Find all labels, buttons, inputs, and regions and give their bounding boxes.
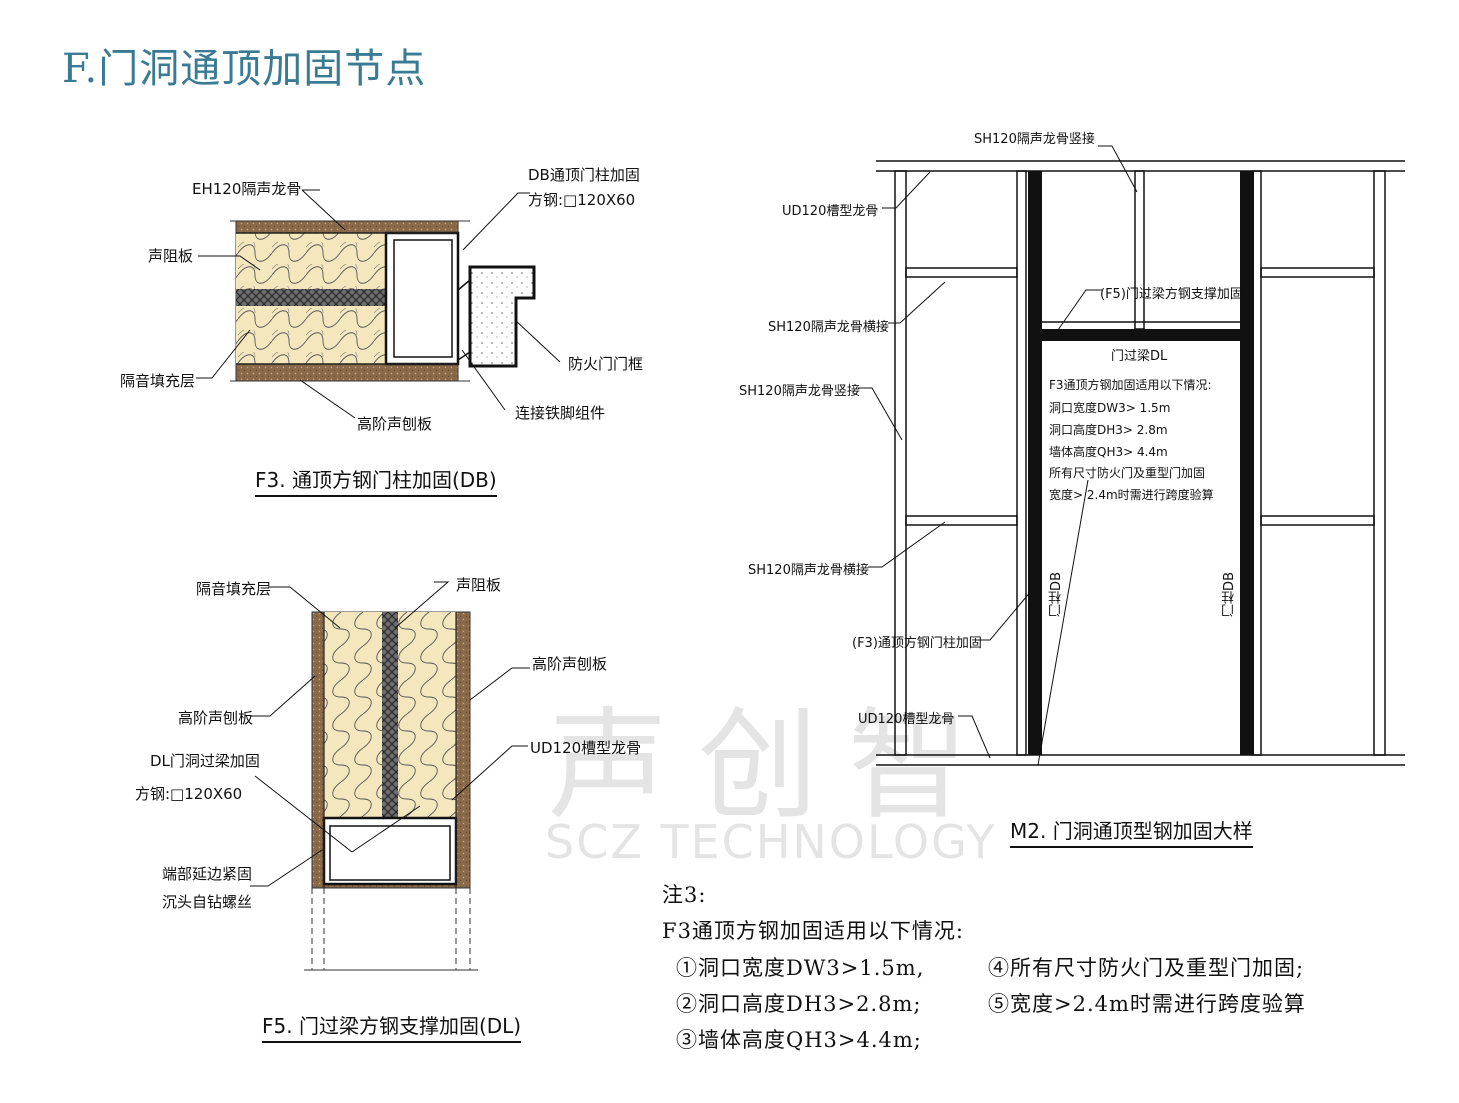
label-f5-dl-line1: DL门洞过梁加固 (150, 752, 260, 770)
label-m2-beam: 门过梁DL (1111, 349, 1168, 364)
watermark-sub: SCZ TECHNOLOGY (545, 815, 997, 869)
notes-item4: ④所有尺寸防火门及重型门加固; (988, 956, 1305, 980)
m2-note-2: 洞口高度DH3> 2.8m (1049, 423, 1168, 437)
label-f5-gaojie-left: 高阶声刨板 (178, 709, 254, 727)
watermark-brand: 声创智 (548, 697, 998, 836)
f3-detail (196, 189, 561, 419)
label-m2-ud120-top: UD120槽型龙骨 (782, 204, 879, 219)
caption-f5: F5. 门过梁方钢支撑加固(DL) (262, 1010, 522, 1043)
label-m2-f3-post: (F3)通顶方钢门柱加固 (852, 636, 982, 651)
page-title: F.门洞通顶加固节点 (62, 46, 427, 92)
notes-heading: 注3: (662, 883, 707, 907)
label-m2-ud120-bottom: UD120槽型龙骨 (858, 712, 955, 727)
notes-item3: ③墙体高度QH3>4.4m; (676, 1028, 922, 1052)
label-m2-post-right: 门柱DB (1222, 572, 1237, 617)
m2-note-3: 墙体高度QH3> 4.4m (1049, 445, 1168, 459)
label-lianjie: 连接铁脚组件 (515, 404, 606, 422)
label-m2-sh120-shu: SH120隔声龙骨竖接 (739, 384, 860, 399)
label-tianchong: 隔音填充层 (120, 372, 196, 390)
label-m2-sh120-top: SH120隔声龙骨竖接 (974, 132, 1095, 147)
m2-note-1: 洞口宽度DW3> 1.5m (1049, 401, 1171, 415)
label-db-line2: 方钢:□120X60 (528, 191, 636, 209)
label-f5-gaojie-right: 高阶声刨板 (532, 655, 608, 673)
f5-detail (250, 581, 530, 971)
label-f5-duanbu-line2: 沉头自钻螺丝 (162, 893, 253, 911)
notes-item1: ①洞口宽度DW3>1.5m, (676, 956, 925, 980)
m2-note-5: 宽度> 2.4m时需进行跨度验算 (1049, 488, 1214, 502)
label-m2-sh120-heng1: SH120隔声龙骨横接 (768, 320, 889, 335)
label-f5-shengzu: 声阻板 (456, 576, 502, 594)
notes-item5: ⑤宽度>2.4m时需进行跨度验算 (988, 992, 1306, 1016)
label-eh120: EH120隔声龙骨 (192, 180, 302, 198)
label-gaojie: 高阶声刨板 (357, 415, 433, 433)
label-shengzu: 声阻板 (148, 247, 194, 265)
m2-elevation (858, 145, 1405, 766)
notes-intro: F3通顶方钢加固适用以下情况: (662, 919, 965, 943)
label-db-line1: DB通顶门柱加固 (528, 166, 640, 184)
label-m2-post-left: 门柱DB (1049, 572, 1064, 617)
label-m2-f5-support: (F5)门过梁方钢支撑加固 (1100, 287, 1243, 302)
label-fanghuo: 防火门门框 (568, 355, 644, 373)
m2-note-4: 所有尺寸防火门及重型门加固 (1049, 466, 1206, 480)
notes-item2: ②洞口高度DH3>2.8m; (676, 992, 922, 1016)
label-f5-tianchong: 隔音填充层 (196, 580, 272, 598)
caption-m2: M2. 门洞通顶型钢加固大样 (1010, 815, 1253, 848)
label-m2-sh120-heng2: SH120隔声龙骨横接 (748, 563, 869, 578)
label-f5-duanbu-line1: 端部延边紧固 (162, 865, 253, 883)
caption-f3: F3. 通顶方钢门柱加固(DB) (255, 464, 497, 497)
label-f5-dl-line2: 方钢:□120X60 (135, 785, 243, 803)
label-f5-ud120: UD120槽型龙骨 (530, 739, 642, 757)
m2-note-0: F3通顶方钢加固适用以下情况: (1049, 378, 1212, 392)
